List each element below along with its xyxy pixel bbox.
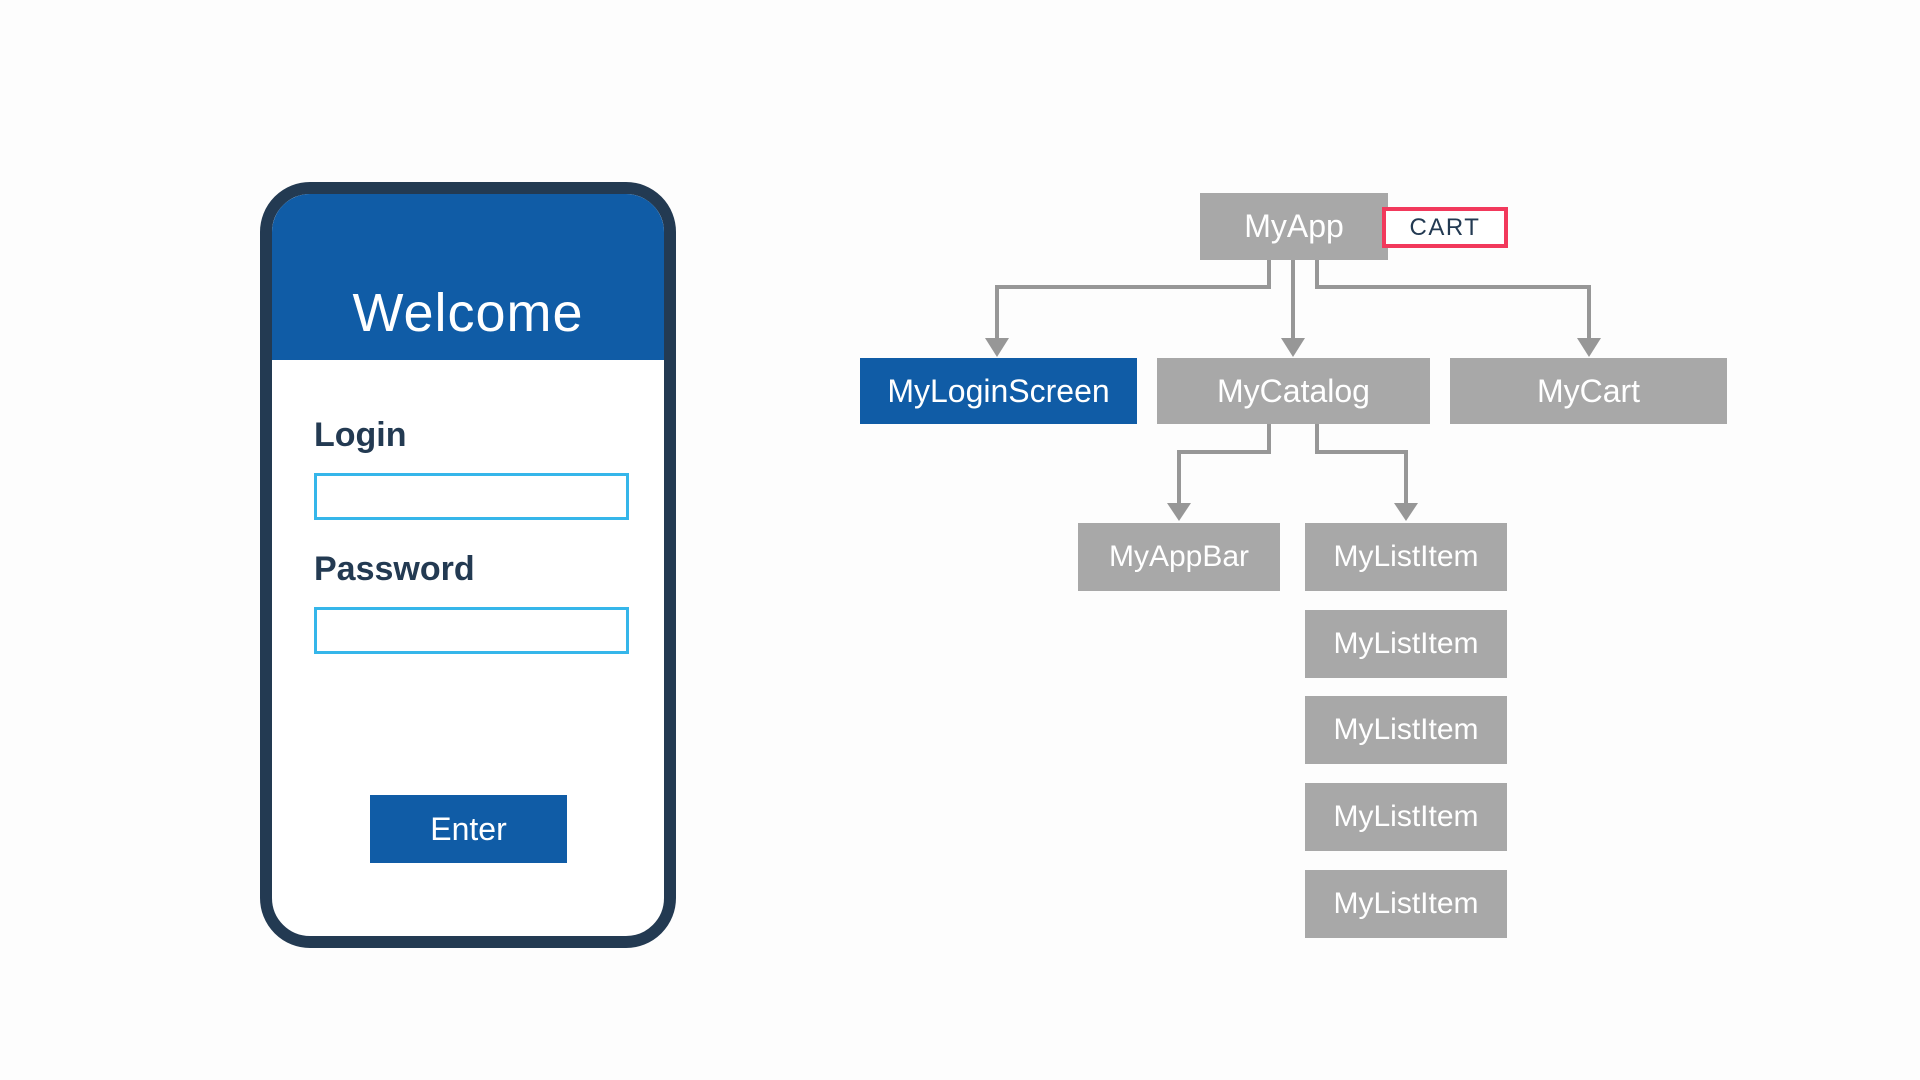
tree-node-myappbar: MyAppBar — [1078, 523, 1280, 591]
tree-node-myloginscreen: MyLoginScreen — [860, 358, 1137, 424]
arrowhead-icon — [985, 338, 1009, 357]
connector-myapp-loginscreen — [995, 260, 1271, 339]
phone-header: Welcome — [272, 194, 664, 360]
login-input[interactable] — [314, 473, 629, 520]
tree-node-mylistitem: MyListItem — [1305, 696, 1507, 764]
arrowhead-icon — [1577, 338, 1601, 357]
arrowhead-icon — [1167, 503, 1191, 521]
tree-node-mycart: MyCart — [1450, 358, 1727, 424]
login-label: Login — [314, 416, 407, 454]
connector-catalog-appbar — [1177, 424, 1271, 504]
tree-node-mycatalog: MyCatalog — [1157, 358, 1430, 424]
tree-node-mylistitem: MyListItem — [1305, 870, 1507, 938]
cart-badge: CART — [1382, 207, 1508, 248]
arrowhead-icon — [1281, 338, 1305, 357]
tree-node-mylistitem: MyListItem — [1305, 523, 1507, 591]
tree-node-mylistitem: MyListItem — [1305, 610, 1507, 678]
phone-mockup: Welcome Login Password Enter — [260, 182, 676, 948]
welcome-title: Welcome — [352, 283, 584, 343]
password-label: Password — [314, 550, 475, 588]
connector-catalog-listitem — [1315, 424, 1408, 504]
connector-myapp-cart — [1315, 260, 1591, 339]
tree-node-myapp: MyApp — [1200, 193, 1388, 260]
enter-button[interactable]: Enter — [370, 795, 567, 863]
password-input[interactable] — [314, 607, 629, 654]
tree-node-mylistitem: MyListItem — [1305, 783, 1507, 851]
arrowhead-icon — [1394, 503, 1418, 521]
